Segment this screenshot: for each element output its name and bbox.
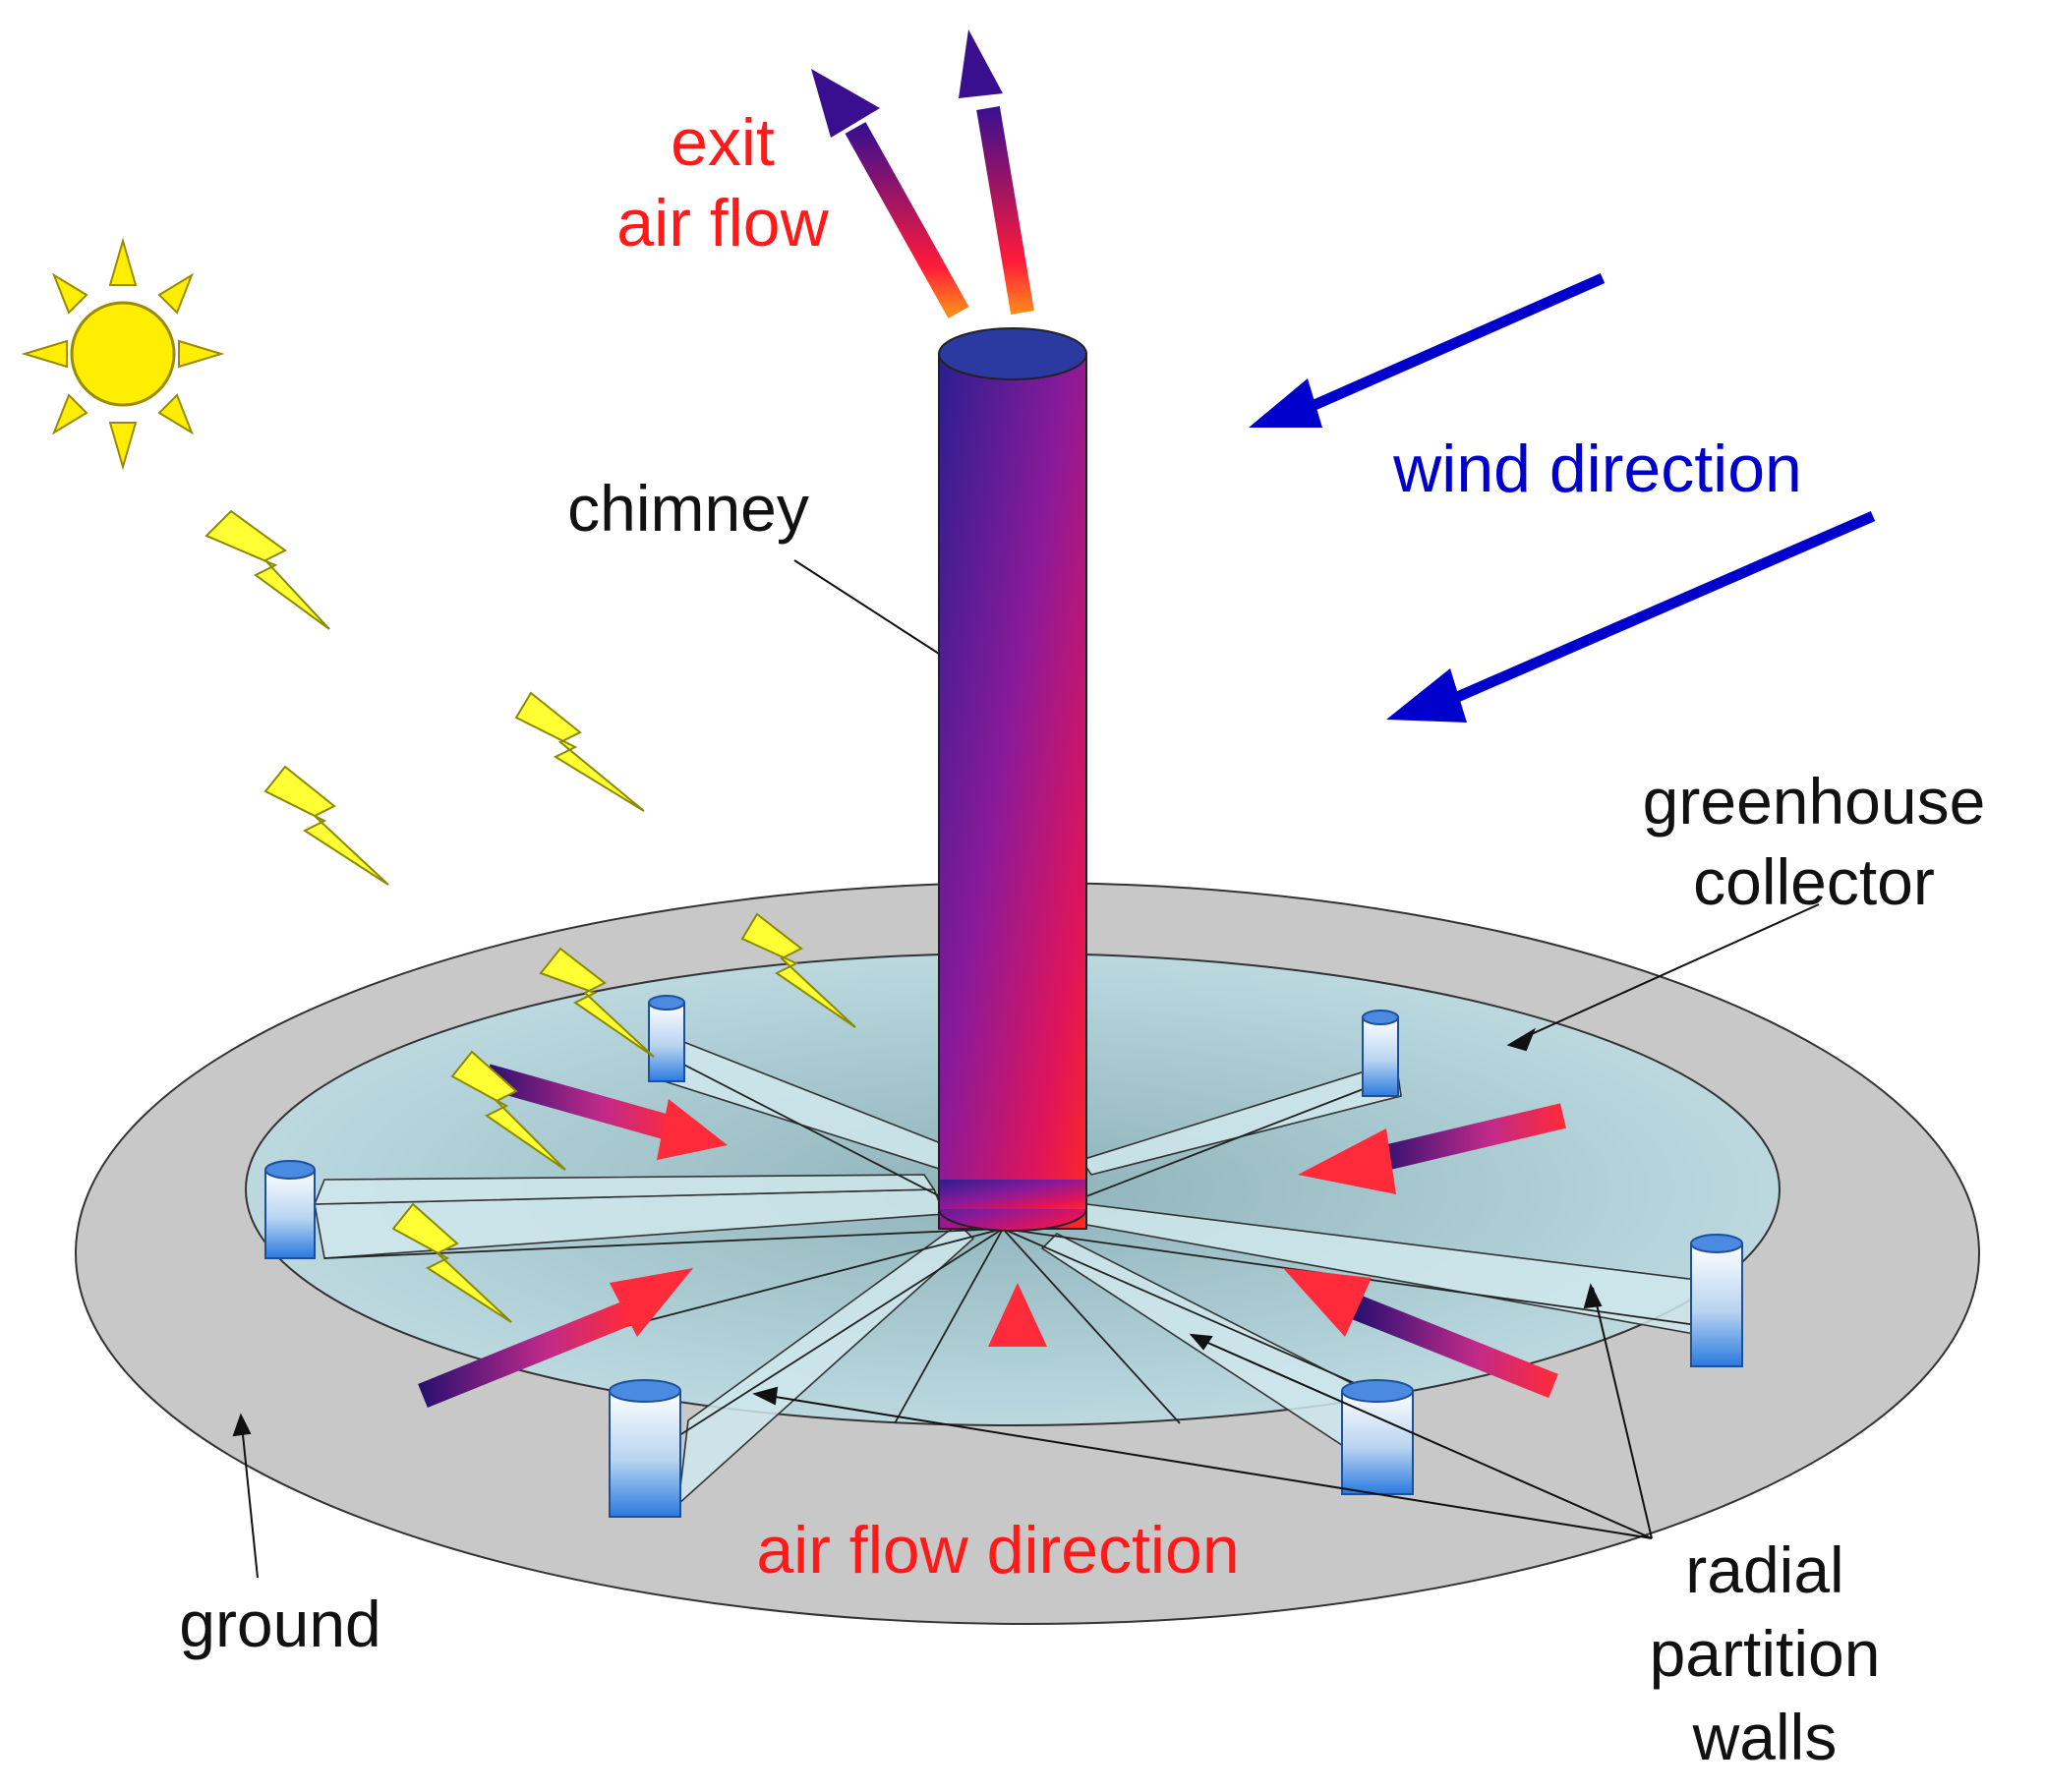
radial-partition-walls-label-line1: radial <box>1685 1533 1843 1606</box>
lightning-icon <box>740 912 856 1028</box>
pillar <box>609 1379 681 1518</box>
air-flow-arrow-icon <box>1283 1268 1558 1399</box>
lightning-icon <box>204 509 330 630</box>
pillar <box>1690 1234 1743 1367</box>
pillar <box>648 995 685 1082</box>
wind-arrow-icon <box>1386 510 1876 723</box>
lightning-icon <box>391 1202 512 1323</box>
greenhouse-collector-label-line2: collector <box>1693 845 1935 918</box>
ground-label: ground <box>179 1588 381 1660</box>
pillar <box>1362 1010 1399 1097</box>
chimney-label: chimney <box>567 472 809 545</box>
air-flow-arrow-icon <box>1298 1103 1566 1194</box>
pillar <box>1341 1379 1414 1495</box>
sun-icon <box>21 237 225 471</box>
lightning-icon <box>539 947 655 1058</box>
air-flow-arrow-icon <box>988 1283 1047 1470</box>
air-flow-arrow-icon <box>483 1064 728 1160</box>
chimney <box>938 327 1087 1232</box>
lightning-icon <box>450 1050 566 1171</box>
exit-air-flow-label-line1: exit <box>671 105 775 180</box>
exit-air-flow-arrow-icon <box>811 69 969 318</box>
pillar <box>264 1160 316 1259</box>
air-flow-direction-label: air flow direction <box>756 1513 1239 1588</box>
leader-lines <box>232 559 1820 1579</box>
exit-air-flow-arrow-icon <box>959 29 1034 315</box>
radial-partition-walls-label-line2: partition <box>1650 1617 1881 1690</box>
lightning-icon <box>514 691 645 812</box>
radial-partition-walls-label-line3: walls <box>1692 1701 1838 1773</box>
exit-air-flow-label-line2: air flow <box>616 186 829 260</box>
greenhouse-collector-label-line1: greenhouse <box>1643 765 1986 838</box>
wind-direction-label: wind direction <box>1392 432 1802 506</box>
wind-arrow-icon <box>1249 272 1606 428</box>
lightning-icon <box>263 765 389 886</box>
air-flow-arrow-icon <box>418 1268 693 1409</box>
